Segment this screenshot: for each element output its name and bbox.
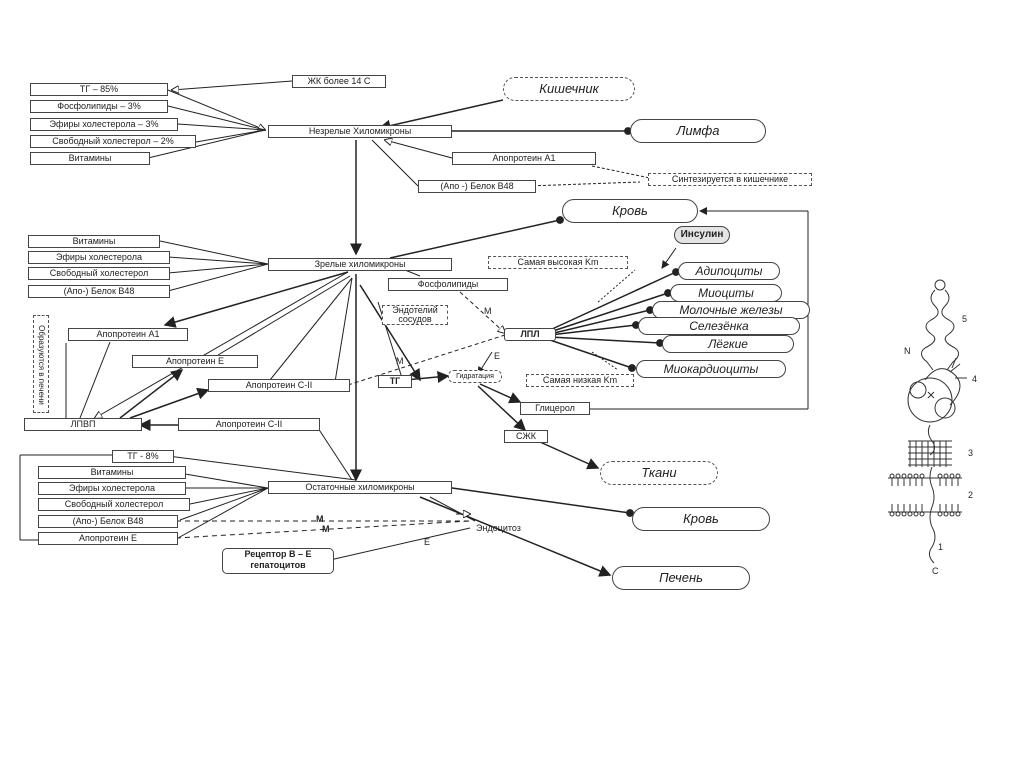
box-apo-a1-a: Апопротеин А1 xyxy=(68,328,188,341)
box-free-chol-3: Свободный холестерол xyxy=(38,498,190,511)
box-tg-85: ТГ – 85% xyxy=(30,83,168,96)
box-ffa: СЖК xyxy=(504,430,548,443)
figure-label-2: 2 xyxy=(968,490,974,500)
oval-insulin: Инсулин xyxy=(674,226,730,244)
box-mature-chylomicrons: Зрелые хиломикроны xyxy=(268,258,452,271)
edge-label-m1: М xyxy=(484,306,492,316)
box-apo-b48-a: (Апо-) Белок В48 xyxy=(28,285,170,298)
box-phospholipids: Фосфолипиды xyxy=(388,278,508,291)
box-hdl: ЛПВП xyxy=(24,418,142,431)
box-receptor-be: Рецептор В – Е гепатоцитов xyxy=(222,548,334,574)
box-highest-km: Самая высокая Km xyxy=(488,256,628,269)
box-apo-c2-b: Апопротеин С-II xyxy=(178,418,320,431)
box-free-chol-b: Свободный холестерол xyxy=(28,267,170,280)
box-apo-b48: (Апо -) Белок В48 xyxy=(418,180,536,193)
box-chol-esters-2: Эфиры холестерола xyxy=(28,251,170,264)
box-vitamins-2: Витамины xyxy=(28,235,160,248)
box-tg: ТГ xyxy=(378,375,412,388)
oval-lungs: Лёгкие xyxy=(662,335,794,353)
hdl-liver-box: Образуются в печени xyxy=(33,315,49,413)
oval-mammary-glands: Молочные железы xyxy=(652,301,810,319)
oval-lymph: Лимфа xyxy=(630,119,766,143)
box-glycerol: Глицерол xyxy=(520,402,590,415)
figure-label-4: 4 xyxy=(972,374,978,384)
edge-label-e2: Е xyxy=(424,537,431,547)
box-vitamins-3: Витамины xyxy=(38,466,186,479)
box-vitamins-1: Витамины xyxy=(30,152,150,165)
oval-blood-1: Кровь xyxy=(562,199,698,223)
figure-label-3: 3 xyxy=(968,448,974,458)
oval-intestine: Кишечник xyxy=(503,77,635,101)
receptor-structure-figure xyxy=(888,279,967,564)
box-tg-8: ТГ - 8% xyxy=(112,450,174,463)
box-synthesized-in-intestine: Синтезируется в кишечнике xyxy=(648,173,812,186)
box-lpl: ЛПЛ xyxy=(504,328,556,341)
box-hydration: Гидратация xyxy=(448,370,502,383)
edge-label-m2: М xyxy=(396,356,404,366)
label-endocytosis: Эндоцитоз xyxy=(476,523,521,533)
figure-label-n: N xyxy=(904,346,911,356)
box-free-chol-2: Свободный холестерол – 2% xyxy=(30,135,196,148)
oval-myocardiocytes: Миокардиоциты xyxy=(636,360,786,378)
box-apo-a1: Апопротеин А1 xyxy=(452,152,596,165)
edge-label-m4: М xyxy=(322,524,330,534)
edge-label-e1: Е xyxy=(494,351,501,361)
box-phospholipids-3: Фосфолипиды – 3% xyxy=(30,100,168,113)
receptor-line-1: Рецептор В – Е xyxy=(244,549,312,559)
figure-label-1: 1 xyxy=(938,542,944,552)
oval-blood-2: Кровь xyxy=(632,507,770,531)
oval-liver: Печень xyxy=(612,566,750,590)
box-fa-14c: ЖК более 14 С xyxy=(292,75,386,88)
oval-spleen: Селезёнка xyxy=(638,317,800,335)
box-chol-esters-3: Эфиры холестерола – 3% xyxy=(30,118,178,131)
box-apo-e-a: Апопротеин Е xyxy=(132,355,258,368)
oval-myocytes: Миоциты xyxy=(670,284,782,302)
edge-label-m3: М xyxy=(316,514,324,524)
box-chol-esters-3b: Эфиры холестерола xyxy=(38,482,186,495)
receptor-line-2: гепатоцитов xyxy=(250,560,306,570)
hdl-vertical-label: Образуются в печени xyxy=(37,325,46,405)
box-apo-b48-b: (Апо-) Белок В48 xyxy=(38,515,178,528)
box-endothelium: Эндотелий сосудов xyxy=(382,305,448,325)
box-apo-c2-a: Апопротеин С-II xyxy=(208,379,350,392)
box-remnant-chylomicrons: Остаточные хиломикроны xyxy=(268,481,452,494)
box-immature-chylomicrons: Незрелые Хиломикроны xyxy=(268,125,452,138)
figure-label-c: C xyxy=(932,566,939,576)
figure-label-5: 5 xyxy=(962,314,968,324)
oval-adipocytes: Адипоциты xyxy=(678,262,780,280)
box-lowest-km: Самая низкая Km xyxy=(526,374,634,387)
box-apo-e-b: Апопротеин Е xyxy=(38,532,178,545)
oval-tissues: Ткани xyxy=(600,461,718,485)
